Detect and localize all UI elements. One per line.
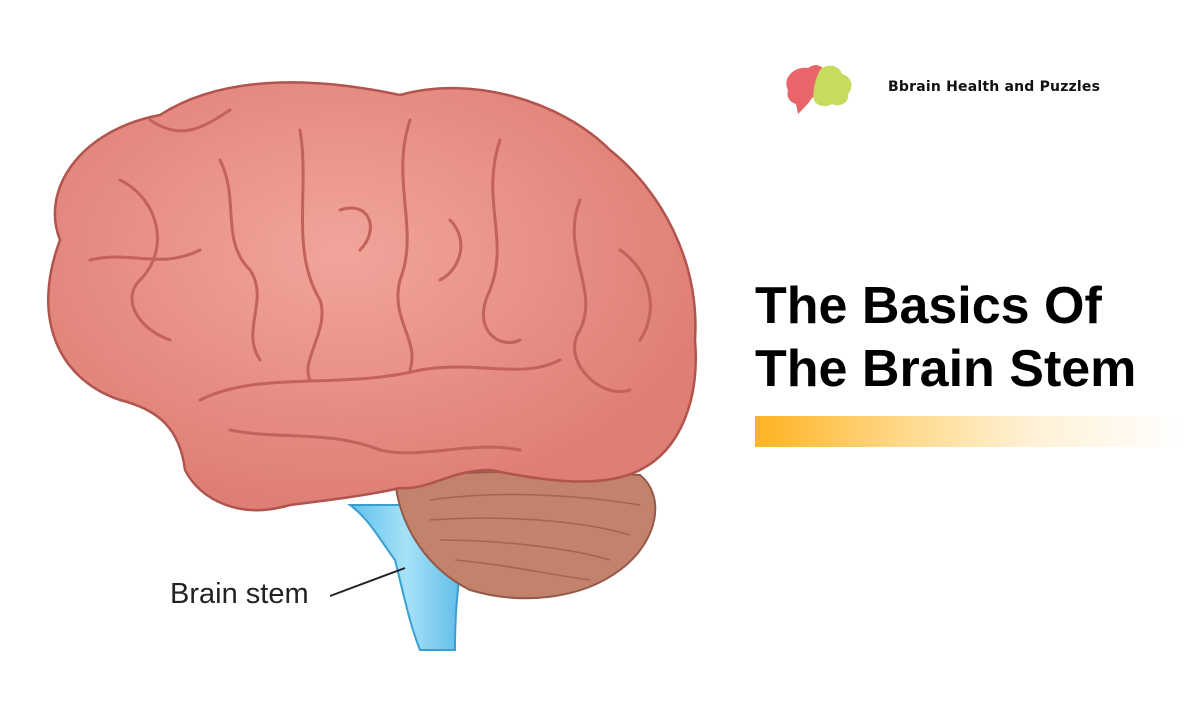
- accent-bar: [755, 416, 1180, 447]
- article-title: The Basics Of The Brain Stem: [755, 275, 1195, 401]
- cerebrum: [46, 81, 697, 512]
- brain-illustration: [46, 81, 697, 651]
- title-line-2: The Brain Stem: [755, 340, 1137, 398]
- brain-logo-icon: [786, 65, 852, 114]
- label-pointer: [329, 567, 406, 597]
- brand-name: Bbrain Health and Puzzles: [888, 79, 1101, 95]
- title-line-1: The Basics Of: [755, 277, 1102, 335]
- brain-stem-label: Brain stem: [170, 578, 309, 610]
